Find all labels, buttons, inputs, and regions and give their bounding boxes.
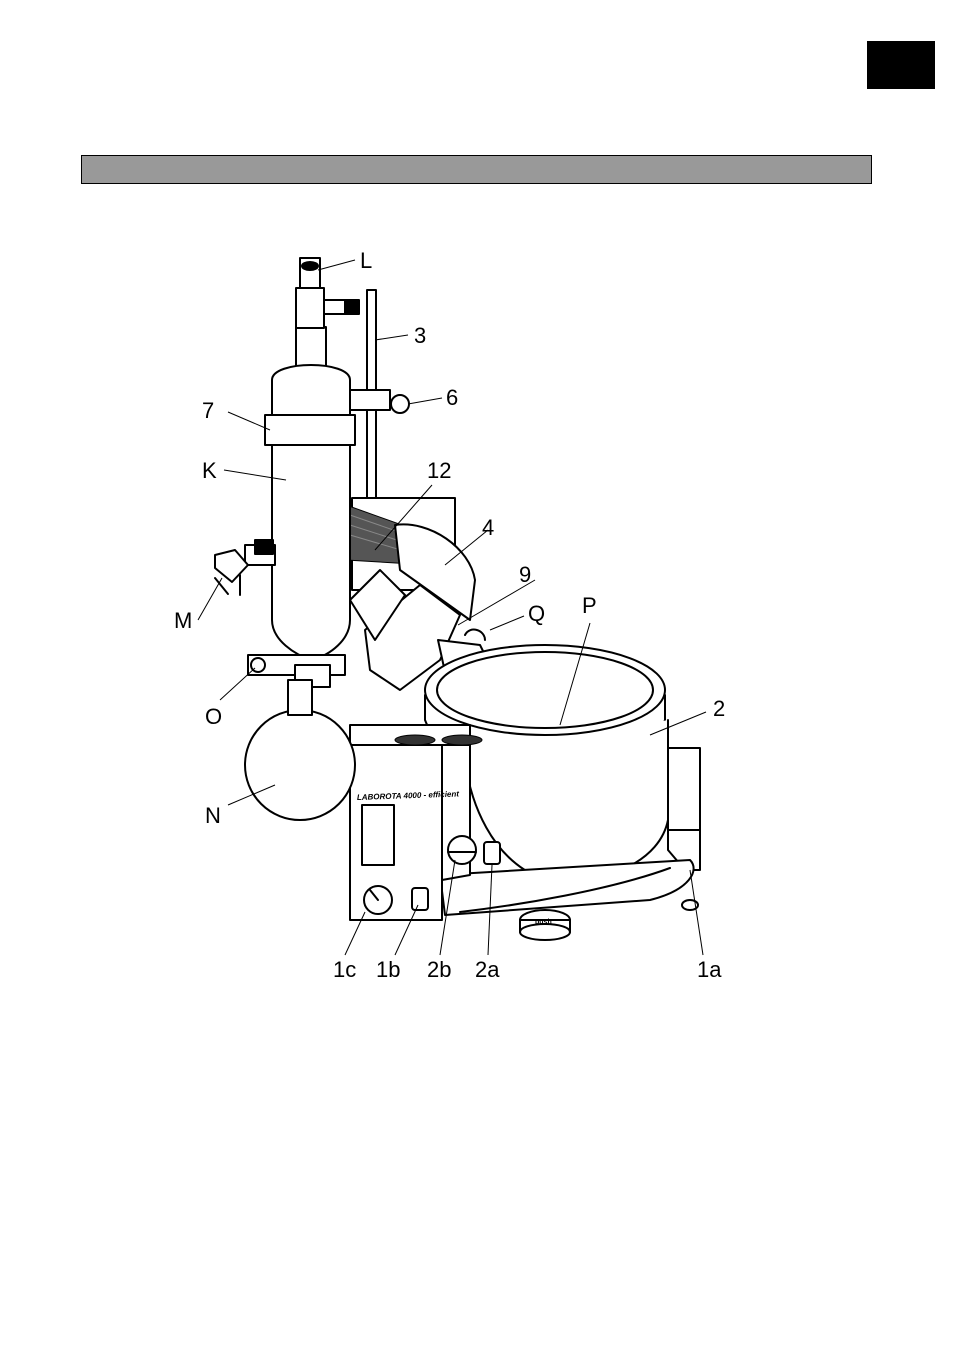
label-12: 12 [427,458,451,483]
base-plate [440,860,694,915]
bath-handle [668,748,700,870]
condenser-body [272,365,350,660]
label-1c: 1c [333,957,356,982]
label-2b: 2b [427,957,451,982]
label-K: K [202,458,217,483]
display-window [362,805,394,865]
bath-temp-dial [448,836,476,864]
condenser-neck [296,327,326,367]
label-4: 4 [482,515,494,540]
label-N: N [205,803,221,828]
label-9: 9 [519,562,531,587]
label-2a: 2a [475,957,500,982]
receiving-flask [245,710,355,820]
label-Q: Q [528,601,545,626]
label-3: 3 [414,323,426,348]
label-2: 2 [713,696,725,721]
bath-switch [484,842,500,864]
label-L: L [360,248,372,273]
label-O: O [205,704,222,729]
label-7: 7 [202,398,214,423]
label-M: M [174,608,192,633]
main-switch [412,888,428,910]
label-1a: 1a [697,957,722,982]
label-6: 6 [446,385,458,410]
condenser-clamp-ring [265,415,355,445]
label-1b: 1b [376,957,400,982]
rod-clamp [350,390,390,410]
push-label: push [535,919,552,926]
label-P: P [582,593,597,618]
